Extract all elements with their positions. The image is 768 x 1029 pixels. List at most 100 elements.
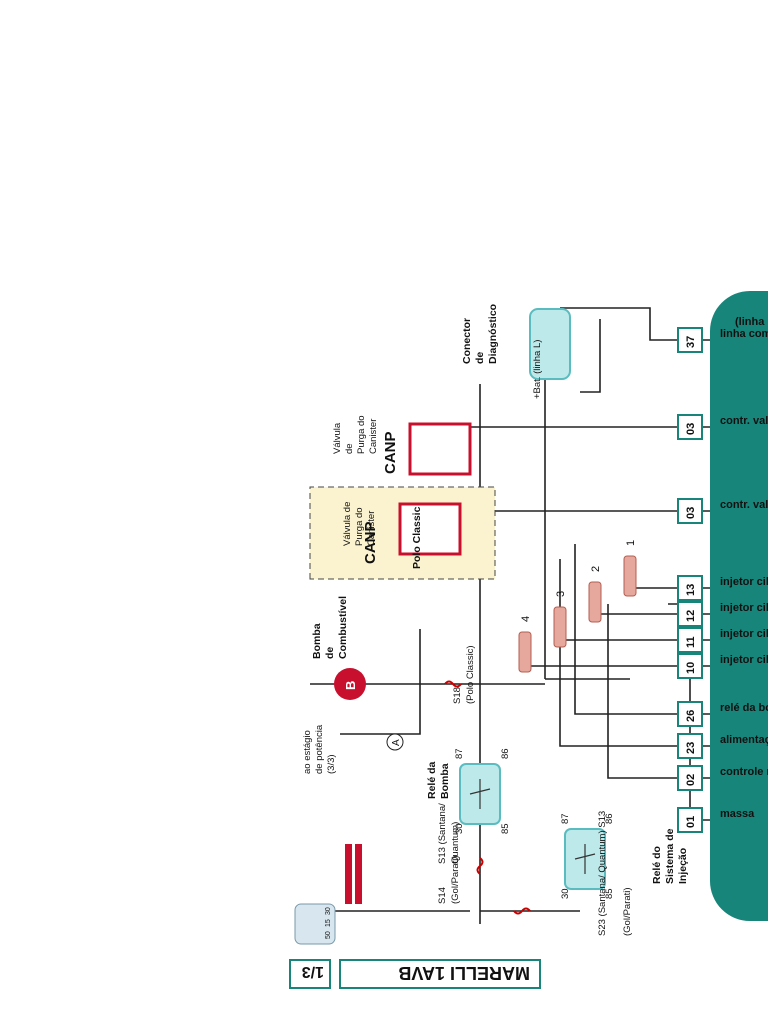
title-block: MARELLI 1AVB 1/3 bbox=[289, 959, 541, 989]
svg-text:86: 86 bbox=[604, 813, 615, 824]
pin-label: injetor cil.4 bbox=[720, 654, 768, 666]
svg-text:S13 (Santana/: S13 (Santana/ bbox=[437, 803, 448, 864]
svg-text:S23 (Santana/ Quantum) S13: S23 (Santana/ Quantum) S13 bbox=[597, 811, 608, 936]
svg-text:Polo Classic: Polo Classic bbox=[411, 506, 423, 569]
uc-pin-37-10: 37 linha comunicação(linha K) bbox=[677, 316, 768, 353]
svg-text:85: 85 bbox=[604, 888, 615, 899]
page-title: MARELLI 1AVB bbox=[398, 963, 530, 983]
pin-number: 26 bbox=[685, 710, 697, 722]
pin-label: relé da bomba bbox=[720, 702, 768, 714]
potencia-ref: A ao estágio de potência (3/3) bbox=[302, 724, 404, 774]
pin-number: 12 bbox=[685, 610, 697, 622]
pin-number: 13 bbox=[685, 584, 697, 596]
pin-label: linha comunicação bbox=[720, 328, 768, 340]
uc-pin-26-3: 26 relé da bomba bbox=[677, 701, 768, 727]
svg-text:Relé da: Relé da bbox=[426, 761, 438, 799]
pin-number: 01 bbox=[685, 816, 697, 828]
canp-valve-2: CANP Válvula de Purga do Canister bbox=[332, 415, 472, 476]
svg-text:2: 2 bbox=[590, 566, 602, 572]
uc-pin-01-0: 01 massa bbox=[677, 807, 755, 833]
svg-text:3: 3 bbox=[555, 591, 567, 597]
canp-polo-classic: Polo Classic CANP Válvula de Purga do Ca… bbox=[309, 486, 496, 580]
uc-pin-23-2: 23 alimentação UC bbox=[677, 733, 768, 759]
pin-number: 02 bbox=[685, 774, 697, 786]
svg-text:Relé do: Relé do bbox=[651, 846, 663, 884]
svg-text:30: 30 bbox=[325, 907, 332, 915]
svg-text:Injeção: Injeção bbox=[677, 848, 689, 884]
svg-text:Válvula de: Válvula de bbox=[342, 502, 353, 546]
uc-pin-03-9: 03 contr. valv. CANP bbox=[677, 414, 768, 440]
pin-number: 11 bbox=[685, 636, 697, 648]
svg-text:85: 85 bbox=[500, 823, 511, 834]
svg-text:S18: S18 bbox=[452, 687, 463, 704]
injector-4: 4 bbox=[518, 616, 532, 673]
injectors: 4 3 2 1 bbox=[518, 540, 637, 673]
svg-text:50: 50 bbox=[325, 931, 332, 939]
wires bbox=[300, 307, 710, 924]
svg-text:Purga do: Purga do bbox=[356, 415, 367, 454]
svg-text:A: A bbox=[391, 739, 402, 746]
svg-text:(Gol/Parati): (Gol/Parati) bbox=[450, 855, 461, 904]
svg-text:Sistema de: Sistema de bbox=[664, 828, 676, 884]
svg-text:Válvula: Válvula bbox=[332, 422, 343, 454]
svg-text:Diagnóstico: Diagnóstico bbox=[487, 304, 499, 364]
ignition-switch: 50 15 30 bbox=[294, 844, 362, 945]
uc-pin-03-8: 03 contr. valv. CANP bbox=[677, 498, 768, 524]
pin-number: 23 bbox=[685, 742, 697, 754]
pin-label: massa bbox=[720, 808, 755, 820]
svg-text:30: 30 bbox=[454, 823, 465, 834]
svg-text:de: de bbox=[324, 647, 336, 659]
fuel-pump: B Bomba de Combustível bbox=[311, 596, 366, 700]
svg-text:(Polo Classic): (Polo Classic) bbox=[465, 645, 476, 704]
svg-text:+Bat. (linha L): +Bat. (linha L) bbox=[532, 340, 543, 399]
svg-text:de potência: de potência bbox=[314, 724, 325, 774]
svg-text:Combustível: Combustível bbox=[337, 596, 349, 659]
pin-label: injetor cil.1 bbox=[720, 576, 768, 588]
diag-connector: +Bat. (linha L) Conector de Diagnóstico bbox=[461, 304, 571, 399]
svg-text:87: 87 bbox=[454, 748, 465, 759]
svg-text:4: 4 bbox=[520, 616, 532, 622]
uc-pin-12-6: 12 injetor cil.2 bbox=[677, 601, 768, 627]
pin-label-2: (linha K) bbox=[735, 316, 768, 328]
uc-pins: 01 massa 02 controle relé 23 alimentação UC 26… bbox=[677, 316, 768, 833]
uc-pin-13-7: 13 injetor cil.1 bbox=[677, 575, 768, 601]
pin-number: 37 bbox=[685, 336, 697, 348]
svg-text:(3/3): (3/3) bbox=[326, 754, 337, 774]
uc-pin-11-5: 11 injetor cil.3 bbox=[677, 627, 768, 653]
pin-label: contr. valv. CANP bbox=[720, 415, 768, 427]
uc-module: UC bbox=[710, 291, 768, 921]
injector-2: 2 bbox=[588, 566, 602, 623]
pin-label: contr. valv. CANP bbox=[720, 499, 768, 511]
injector-3: 3 bbox=[553, 591, 567, 648]
svg-text:de: de bbox=[344, 443, 355, 454]
svg-text:B: B bbox=[343, 681, 358, 690]
rele-bomba: 30 87 85 86 Relé da Bomba bbox=[426, 748, 511, 834]
pin-number: 03 bbox=[685, 507, 697, 519]
svg-text:Purga do: Purga do bbox=[354, 507, 365, 546]
pin-label: controle relé bbox=[720, 766, 768, 778]
svg-text:Quantum): Quantum) bbox=[450, 822, 461, 864]
pin-number: 10 bbox=[685, 662, 697, 674]
svg-text:Canister: Canister bbox=[368, 419, 379, 454]
svg-text:ao estágio: ao estágio bbox=[302, 730, 313, 774]
pin-number: 03 bbox=[685, 423, 697, 435]
svg-text:CANP: CANP bbox=[362, 521, 379, 564]
svg-text:30: 30 bbox=[560, 888, 571, 899]
fuse-labels: S23 (Santana/ Quantum) S13 (Gol/Parati) … bbox=[437, 645, 633, 936]
rele-injecao: 30 87 85 86 Relé do Sistema de Injeção bbox=[560, 813, 689, 899]
uc-pin-10-4: 10 injetor cil.4 bbox=[677, 653, 768, 679]
svg-text:(Gol/Parati): (Gol/Parati) bbox=[622, 887, 633, 936]
pin-label: injetor cil.3 bbox=[720, 628, 768, 640]
svg-text:1: 1 bbox=[625, 540, 637, 546]
svg-text:de: de bbox=[474, 352, 486, 364]
svg-text:Canister: Canister bbox=[366, 511, 377, 546]
uc-pin-02-1: 02 controle relé bbox=[677, 765, 768, 791]
svg-text:Bomba: Bomba bbox=[311, 623, 323, 659]
svg-text:S14: S14 bbox=[437, 887, 448, 904]
pin-label: alimentação UC bbox=[720, 734, 768, 746]
pin-label: injetor cil.2 bbox=[720, 602, 768, 614]
svg-text:15: 15 bbox=[325, 919, 332, 927]
injector-1: 1 bbox=[623, 540, 637, 597]
svg-text:86: 86 bbox=[500, 748, 511, 759]
